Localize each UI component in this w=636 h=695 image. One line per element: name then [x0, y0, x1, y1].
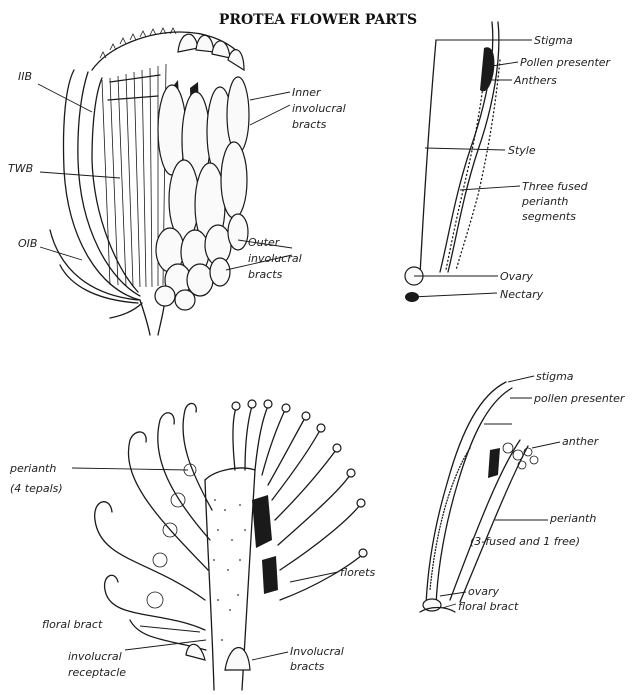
label-perianth-a-3: segments	[522, 210, 576, 223]
label-style-a: Style	[508, 144, 536, 157]
diagram-title: PROTEA FLOWER PARTS	[219, 12, 417, 28]
label-inv-bracts-2: bracts	[290, 660, 325, 673]
label-receptacle-1: involucral	[68, 650, 122, 663]
label-iib: IIB	[18, 70, 32, 83]
label-outer-bracts-2: involucral	[248, 252, 302, 265]
floret-detail-drawing	[420, 376, 560, 612]
label-inner-bracts-3: bracts	[292, 118, 327, 131]
label-outer-bracts-3: bracts	[248, 268, 283, 281]
label-ovary-b: ovary	[468, 585, 500, 598]
label-anther-b: anther	[562, 435, 600, 448]
label-anthers-a: Anthers	[513, 74, 557, 87]
flower-head-drawing	[38, 28, 292, 335]
label-twb: TWB	[8, 162, 33, 175]
label-stigma-a: Stigma	[534, 34, 573, 47]
label-perianth-b-sub: (3-fused and 1 free)	[470, 535, 580, 548]
label-perianth-section: perianth	[9, 462, 56, 475]
label-stigma-b: stigma	[536, 370, 574, 383]
label-inner-bracts-2: involucral	[292, 102, 346, 115]
label-pollen-b: pollen presenter	[533, 392, 626, 405]
label-oib: OIB	[18, 237, 37, 250]
label-perianth-a-2: perianth	[521, 195, 568, 208]
label-perianth-section-sub: (4 tepals)	[10, 482, 63, 495]
label-receptacle-2: receptacle	[68, 666, 126, 679]
label-ovary-a: Ovary	[500, 270, 533, 283]
label-florets: florets	[340, 566, 375, 579]
single-floret-drawing	[405, 22, 532, 302]
label-inner-bracts-1: Inner	[292, 86, 322, 99]
label-nectary-a: Nectary	[500, 288, 544, 301]
label-inv-bracts-1: Involucral	[290, 645, 344, 658]
label-outer-bracts-1: Outer	[248, 236, 281, 249]
label-perianth-b: perianth	[549, 512, 596, 525]
label-floral-bract-b: floral bract	[458, 600, 519, 613]
label-pollen-a: Pollen presenter	[520, 56, 612, 69]
label-perianth-a-1: Three fused	[522, 180, 589, 193]
label-floral-bract-section: floral bract	[42, 618, 103, 631]
